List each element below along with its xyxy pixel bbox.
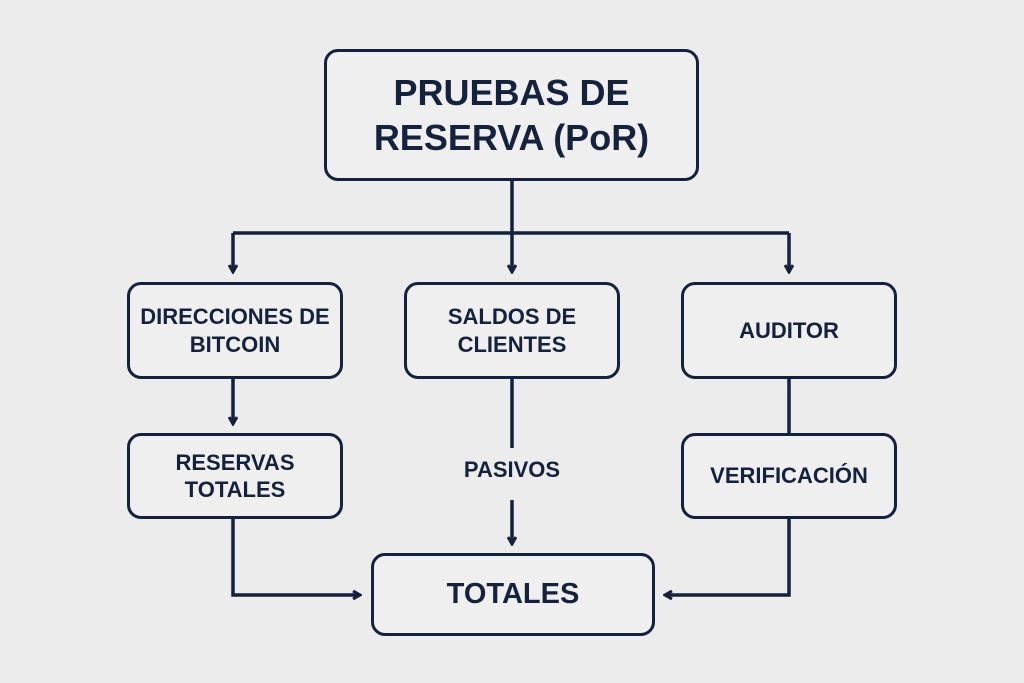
node-totales: TOTALES — [371, 553, 655, 636]
title-node: PRUEBAS DE RESERVA (PoR) — [324, 49, 699, 181]
node-reservas: RESERVAS TOTALES — [127, 433, 343, 519]
arrow-verificacion-totales — [665, 518, 791, 595]
node-auditor: AUDITOR — [681, 282, 897, 379]
node-auditor-text: AUDITOR — [739, 317, 839, 343]
arrow-reservas-totales — [231, 518, 360, 595]
node-verificacion-text: VERIFICACIÓN — [710, 463, 868, 489]
node-saldos: SALDOS DE CLIENTES — [404, 282, 620, 379]
node-direcciones-text: DIRECCIONES DE BITCOIN — [140, 304, 330, 357]
node-totales-text: TOTALES — [446, 578, 580, 611]
title-text: PRUEBAS DE RESERVA (PoR) — [373, 72, 650, 158]
node-verificacion: VERIFICACIÓN — [681, 433, 897, 519]
node-reservas-text: RESERVAS TOTALES — [175, 449, 295, 503]
node-saldos-text: SALDOS DE CLIENTES — [447, 304, 577, 357]
node-direcciones: DIRECCIONES DE BITCOIN — [127, 282, 343, 379]
edge-label-pasivos: PASIVOS — [463, 457, 561, 482]
